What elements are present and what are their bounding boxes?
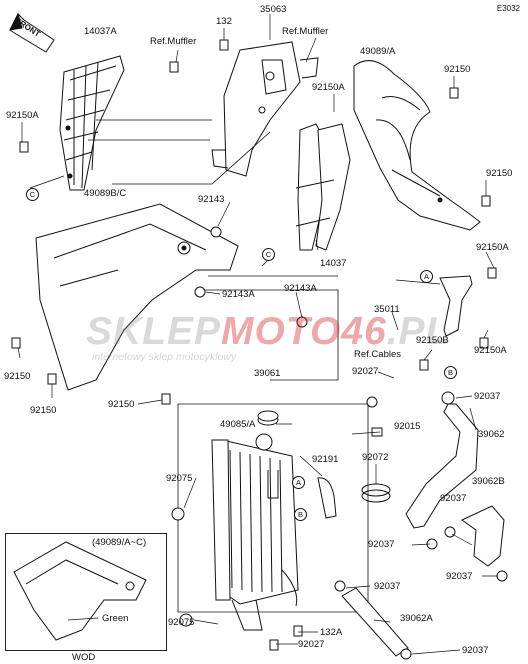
part-label[interactable]: 92037	[446, 571, 473, 582]
part-label[interactable]: 35063	[260, 4, 287, 15]
callout-c-left: C	[26, 188, 39, 201]
part-label[interactable]: 92037	[368, 539, 395, 550]
part-label[interactable]: 49089B/C	[84, 188, 127, 199]
part-label[interactable]: 92015	[394, 421, 421, 432]
inset-variant-box	[5, 533, 167, 651]
leader-lines	[17, 14, 498, 655]
callout-c-center: C	[262, 248, 275, 261]
radiator-39061	[211, 433, 299, 631]
shroud-bracket-14037a	[59, 55, 125, 191]
part-label[interactable]: 35011	[374, 304, 400, 315]
part-label[interactable]: 49085/A	[220, 419, 256, 430]
front-arrow-icon	[9, 12, 55, 53]
part-label[interactable]: 132	[216, 16, 232, 27]
part-label[interactable]: 39062B	[472, 476, 505, 487]
part-label[interactable]: 92143A	[284, 283, 317, 294]
part-label[interactable]: 92150A	[474, 345, 507, 356]
part-label[interactable]: 132A	[320, 627, 343, 638]
hose-39062a	[341, 587, 409, 657]
part-label[interactable]: Ref.Cables	[354, 349, 401, 360]
part-label[interactable]: 92075	[168, 617, 195, 628]
part-label[interactable]: 92143	[198, 194, 225, 205]
part-label[interactable]: 92037	[374, 581, 401, 592]
part-label[interactable]: 92150	[444, 64, 471, 75]
diagram-code: E3032	[496, 4, 520, 13]
part-label[interactable]: 92075	[166, 473, 193, 484]
part-label[interactable]: 92027	[352, 366, 379, 377]
part-label[interactable]: 39062A	[400, 613, 433, 624]
part-label[interactable]: 92150	[486, 168, 513, 179]
hose-39062b	[461, 505, 505, 567]
inset-title: (49089/A~C)	[92, 537, 147, 548]
clamp-92072	[361, 483, 391, 503]
part-label[interactable]: 92150A	[312, 82, 345, 93]
watermark-brand: SKLEPMOTO46.PL	[86, 310, 451, 353]
inset-variant-label: WOD	[72, 652, 96, 663]
callout-b-radiator: B	[294, 508, 307, 521]
part-label[interactable]: 92072	[362, 452, 389, 463]
part-label[interactable]: 39061	[254, 368, 281, 379]
part-label[interactable]: 92150A	[476, 242, 509, 253]
part-label[interactable]: 92037	[440, 493, 467, 504]
part-label[interactable]: 92150	[30, 405, 57, 416]
shroud-49089a	[353, 60, 481, 231]
callout-b-right: B	[444, 366, 457, 379]
watermark-tagline: internetowy sklep motocyklowy	[92, 351, 237, 363]
part-label[interactable]: 92150	[4, 371, 31, 382]
part-label[interactable]: Ref.Muffler	[150, 36, 197, 47]
part-label[interactable]: 92191	[312, 454, 339, 465]
part-label[interactable]: 14037	[320, 258, 347, 269]
part-label[interactable]: 92143A	[222, 289, 255, 300]
callout-a-radiator: A	[292, 476, 305, 489]
part-label[interactable]: Ref.Muffler	[282, 26, 329, 37]
stay-35011	[439, 275, 473, 337]
bracket-35063	[211, 41, 319, 177]
hose-39062	[405, 403, 479, 529]
part-label[interactable]: 92037	[462, 645, 489, 656]
part-label[interactable]: 49089/A	[360, 46, 396, 57]
part-label[interactable]: 14037A	[84, 26, 117, 37]
callout-a-right: A	[420, 270, 433, 283]
part-label[interactable]: 92150	[108, 399, 135, 410]
bolt-markers	[11, 39, 508, 660]
clamp-49085a	[257, 410, 279, 426]
hose-92191	[317, 477, 337, 519]
part-label[interactable]: 92150A	[6, 110, 39, 121]
part-label[interactable]: 92150B	[416, 335, 449, 346]
inset-color-label: Green	[102, 613, 129, 624]
shroud-bracket-14037	[295, 123, 351, 251]
part-label[interactable]: 39062	[478, 429, 505, 440]
part-label[interactable]: 92037	[474, 391, 501, 402]
inset-shroud-drawing	[13, 541, 147, 641]
part-label[interactable]: 92027	[298, 639, 325, 650]
